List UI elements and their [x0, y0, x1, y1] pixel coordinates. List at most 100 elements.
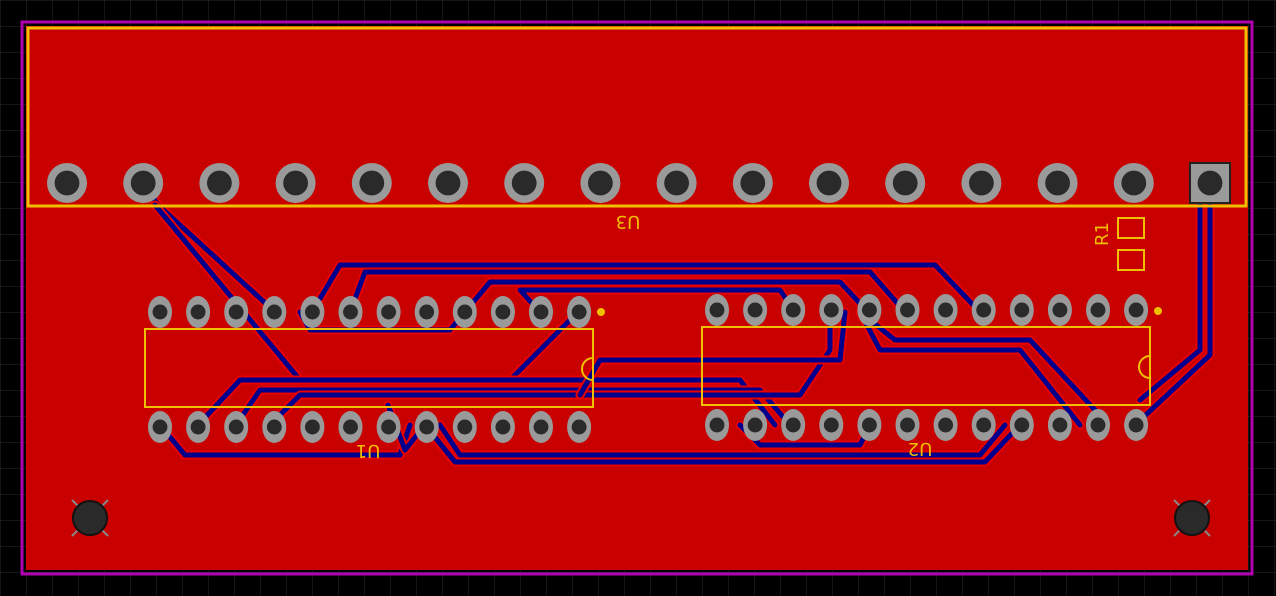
pad: [338, 296, 363, 328]
u1-pin1-marker: [597, 308, 605, 316]
pad: [1113, 163, 1154, 203]
trace: [422, 422, 1023, 465]
pad: [275, 163, 316, 203]
board-outline: [20, 20, 1254, 576]
trace: [347, 269, 908, 315]
pad: [376, 411, 401, 443]
pad: [1086, 294, 1110, 326]
r1-designator: R1: [1092, 222, 1113, 246]
pad: [567, 411, 592, 443]
pad: [376, 296, 401, 328]
mounting-hole-left: [71, 499, 109, 537]
trace-group-u1-u2-bus-bottom: [155, 400, 1025, 467]
u2-notch: [1138, 355, 1151, 379]
pad: [490, 296, 515, 328]
pad: [567, 296, 592, 328]
pad: [781, 294, 806, 326]
trace: [1132, 180, 1213, 428]
pad: [1047, 294, 1072, 326]
u1-silkscreen-body: [144, 328, 594, 408]
u2-silkscreen-body: [701, 326, 1151, 406]
pad: [1047, 409, 1072, 441]
u3-pad-row: [47, 162, 1231, 204]
u2-designator: U2: [908, 438, 933, 459]
pad: [414, 411, 439, 443]
pad: [743, 409, 768, 441]
pad: [895, 294, 920, 326]
pad: [224, 411, 249, 443]
pad: [428, 163, 468, 203]
component-r1: R1: [1092, 217, 1145, 271]
pad: [490, 411, 515, 443]
pad: [1009, 409, 1034, 441]
pad: [971, 409, 996, 441]
pad: [529, 296, 553, 328]
pad: [781, 409, 806, 441]
component-u2: U2: [701, 294, 1162, 459]
pad: [300, 411, 325, 443]
u3-designator: U3: [616, 211, 641, 232]
pad: [338, 411, 363, 443]
pad: [961, 163, 1002, 203]
u1-pads: [148, 296, 592, 443]
pad: [857, 409, 882, 441]
pad: [933, 409, 958, 441]
trace: [867, 317, 1098, 413]
pad: [529, 411, 553, 443]
r1-pad-2: [1117, 249, 1145, 271]
pad: [1189, 162, 1231, 204]
pad: [504, 163, 545, 203]
pad: [1124, 294, 1149, 326]
trace: [1137, 197, 1203, 403]
pad: [809, 163, 849, 203]
trace: [857, 309, 1083, 428]
pad: [123, 163, 164, 203]
pad: [857, 294, 882, 326]
trace: [577, 309, 848, 398]
pad: [199, 163, 240, 203]
pad: [895, 409, 920, 441]
pad: [186, 411, 211, 443]
r1-pad-1: [1117, 217, 1145, 239]
mounting-hole-right: [1173, 499, 1211, 537]
pad: [148, 296, 172, 328]
pad: [971, 294, 996, 326]
pad: [186, 296, 211, 328]
pad: [262, 411, 287, 443]
pad: [732, 163, 773, 203]
component-u3: U3: [26, 26, 1248, 232]
pad: [452, 296, 477, 328]
pad: [743, 294, 768, 326]
u1-notch: [581, 357, 594, 381]
pad: [148, 411, 172, 443]
u2-pin1-marker: [1154, 307, 1162, 315]
pad: [819, 409, 844, 441]
pad: [580, 163, 621, 203]
pad: [300, 296, 325, 328]
pad: [933, 294, 958, 326]
u2-pads: [705, 294, 1149, 441]
pad: [414, 296, 439, 328]
u1-designator: U1: [356, 440, 381, 461]
pad: [351, 163, 392, 203]
pad: [885, 163, 926, 203]
pad: [224, 296, 249, 328]
trace: [437, 422, 1008, 458]
pad: [819, 294, 844, 326]
trace: [309, 262, 983, 315]
pad: [705, 294, 729, 326]
pad: [705, 409, 729, 441]
u3-silkscreen-outline: [26, 26, 1248, 208]
pad: [47, 163, 87, 203]
trace: [267, 309, 833, 428]
pad: [1086, 409, 1110, 441]
pad: [656, 163, 697, 203]
pad: [1124, 409, 1149, 441]
pad: [452, 411, 477, 443]
component-u1: U1: [144, 296, 605, 461]
trace: [195, 377, 778, 428]
pad: [262, 296, 287, 328]
pad: [1009, 294, 1034, 326]
pad: [1037, 163, 1078, 203]
